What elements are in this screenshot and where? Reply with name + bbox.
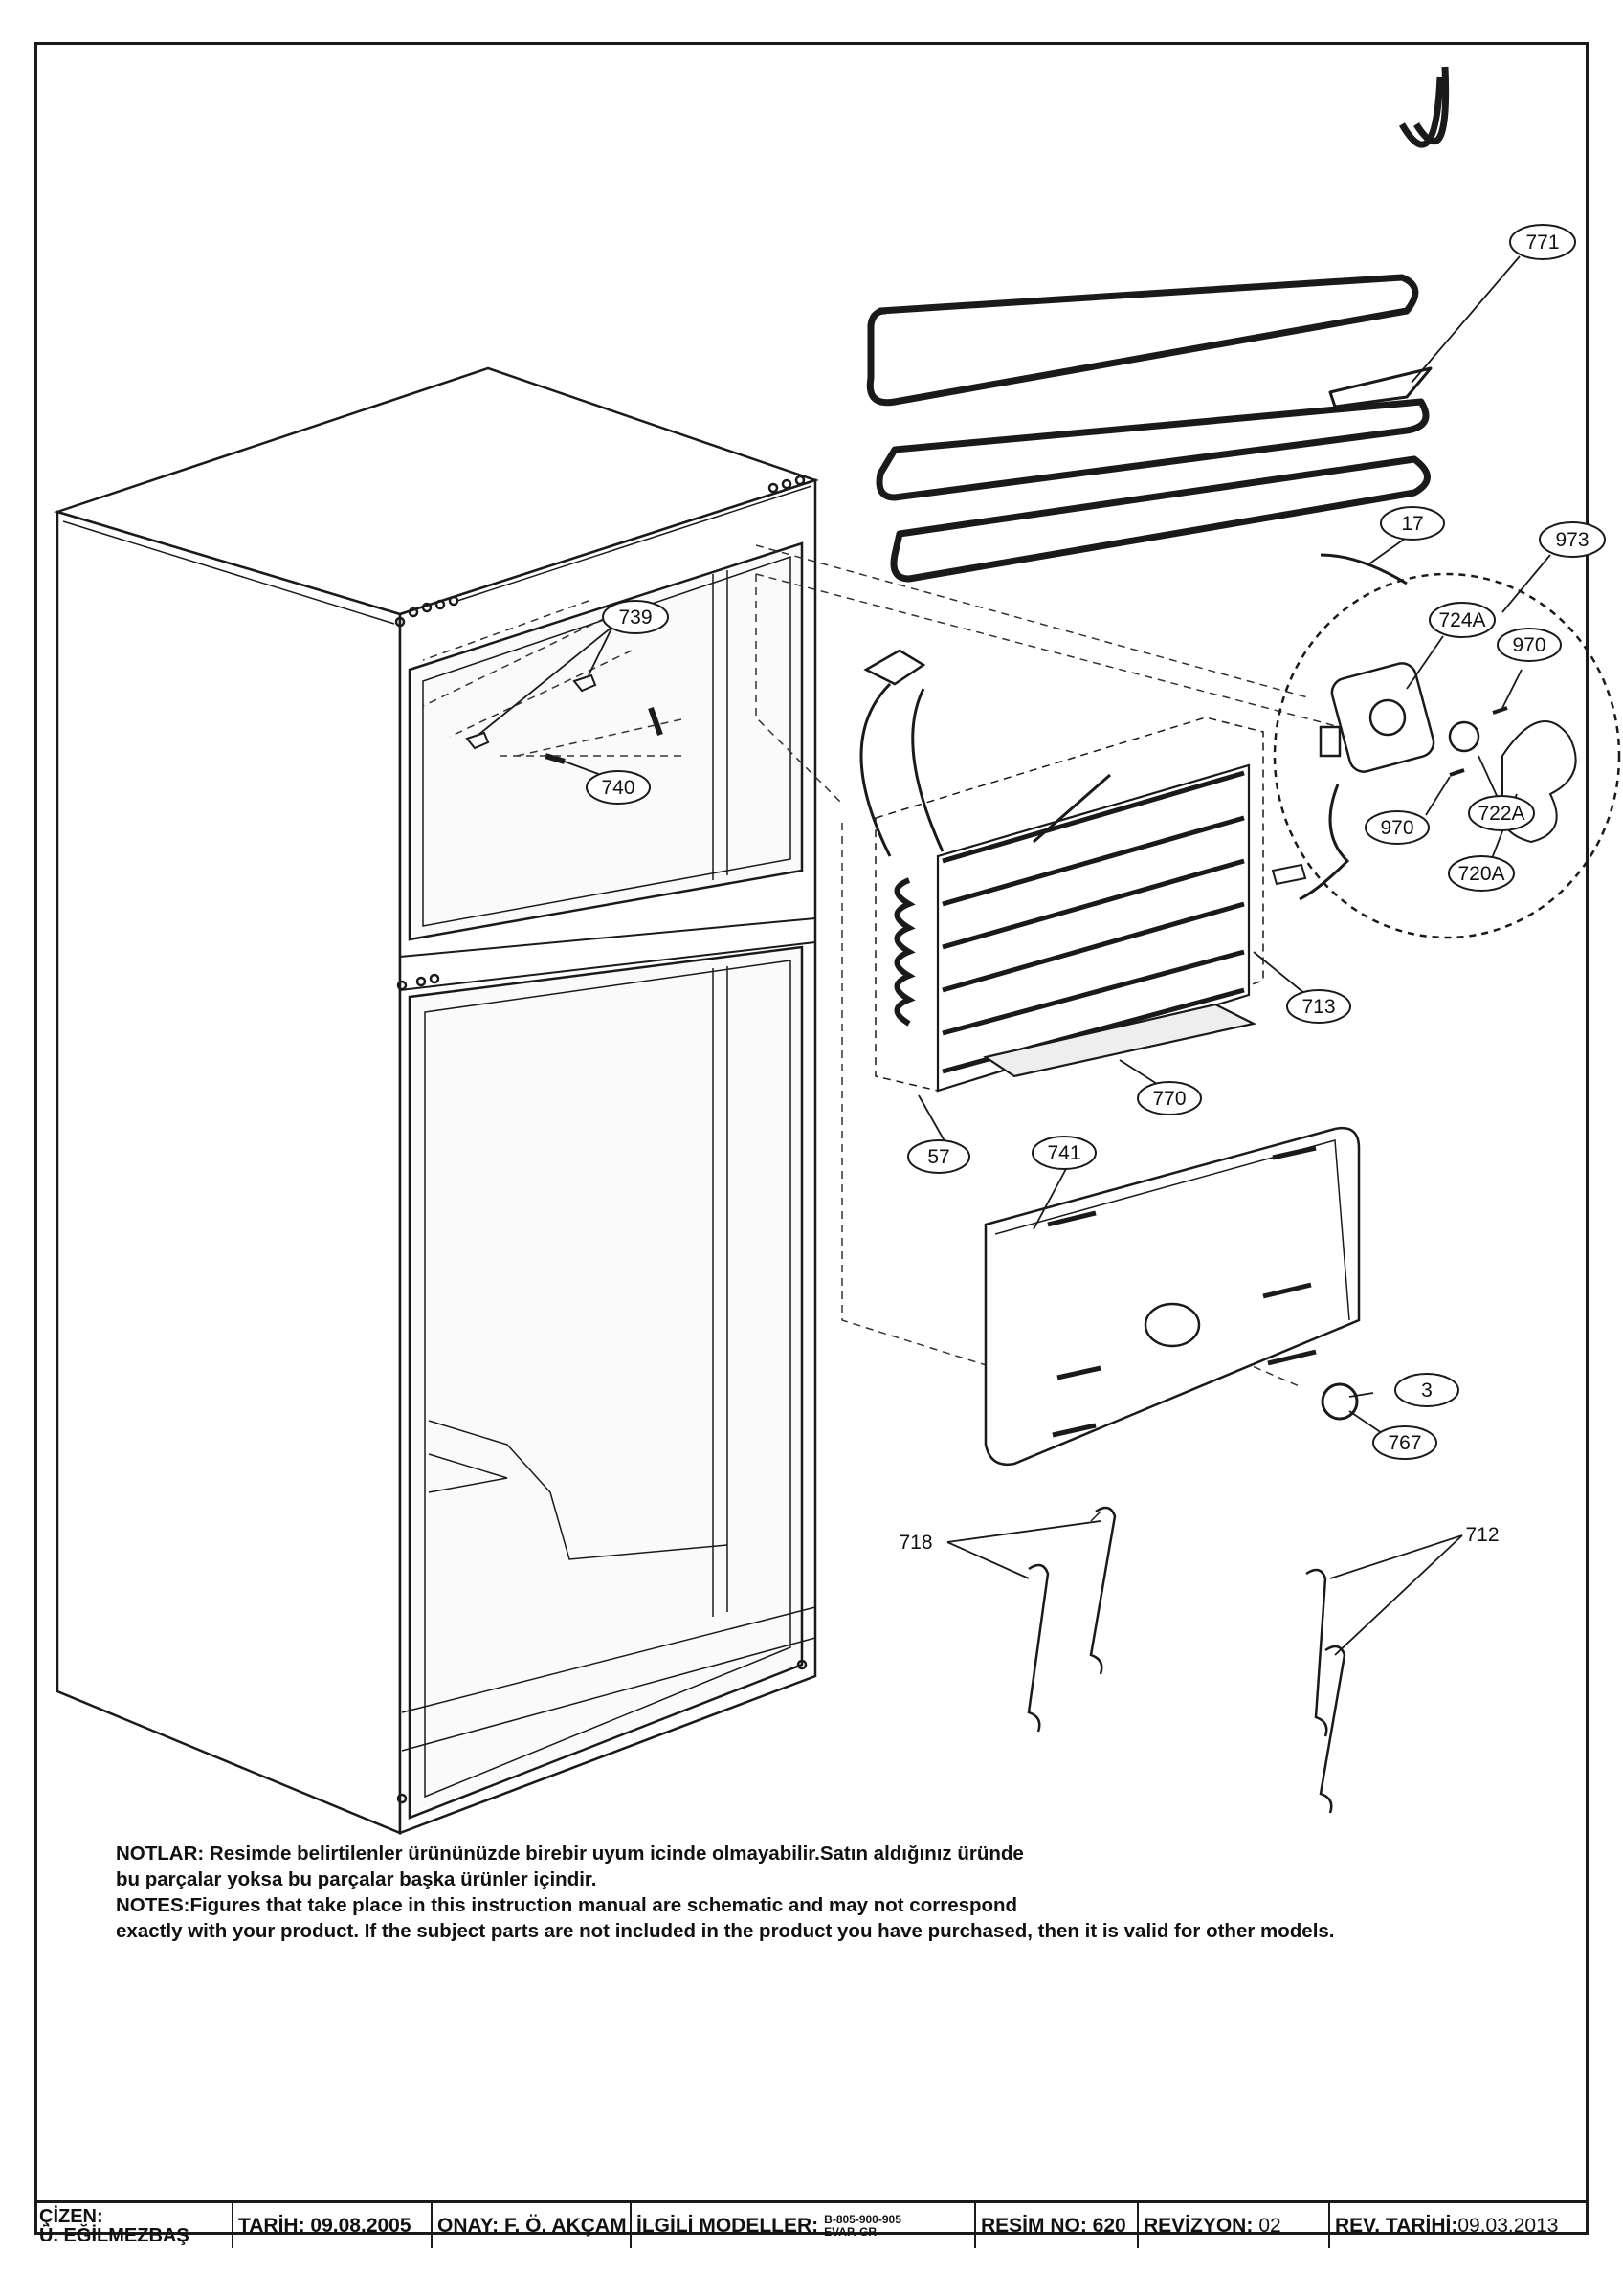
models-list: B-805-900-905 EVAP. GR bbox=[824, 2212, 901, 2239]
callout-741: 741 bbox=[1032, 1136, 1097, 1170]
models-cell: İLGİLİ MODELLER: B-805-900-905 EVAP. GR bbox=[632, 2203, 976, 2248]
svg-text:973: 973 bbox=[1555, 529, 1589, 551]
svg-text:741: 741 bbox=[1047, 1142, 1080, 1164]
revision-value: 02 bbox=[1258, 2214, 1281, 2237]
models-line-1: B-805-900-905 bbox=[824, 2212, 901, 2226]
svg-text:720A: 720A bbox=[1457, 863, 1504, 885]
defrost-heater bbox=[866, 66, 1450, 583]
date-cell: TARİH: 09.08.2005 bbox=[233, 2203, 433, 2248]
notes-section: NOTLAR: Resimde belirtilenler ürününüzde… bbox=[116, 1841, 1532, 1944]
evaporator-assembly bbox=[859, 649, 1264, 1093]
shelf-brackets bbox=[1027, 1506, 1346, 1814]
svg-text:724A: 724A bbox=[1438, 609, 1485, 631]
notes-line-english-2: exactly with your product. If the subjec… bbox=[116, 1920, 1335, 1942]
evaporator-cover bbox=[984, 1126, 1361, 1467]
callout-740: 740 bbox=[586, 770, 651, 805]
drawer-cell: ÇİZEN: Ü. EĞİLMEZBAŞ bbox=[34, 2203, 233, 2248]
callout-973: 973 bbox=[1539, 521, 1606, 558]
svg-text:57: 57 bbox=[927, 1146, 949, 1168]
svg-text:771: 771 bbox=[1525, 232, 1559, 254]
callout-767: 767 bbox=[1372, 1425, 1437, 1460]
svg-text:739: 739 bbox=[618, 607, 652, 629]
svg-text:713: 713 bbox=[1301, 996, 1335, 1018]
drawer-label: ÇİZEN: bbox=[39, 2205, 103, 2227]
approval-cell: ONAY: F. Ö. AKÇAM bbox=[433, 2203, 632, 2248]
revision-date-value: 09.03.2013 bbox=[1457, 2214, 1559, 2237]
callout-720A: 720A bbox=[1448, 855, 1515, 892]
models-label: İLGİLİ MODELLER: bbox=[636, 2214, 819, 2237]
revision-date-cell: REV. TARİHİ: 09.03.2013 bbox=[1330, 2203, 1589, 2248]
exploded-parts-diagram: 771 17 973 724A 970 970 722A 720A 713 77… bbox=[53, 66, 1621, 1835]
drawer-name: Ü. EĞİLMEZBAŞ bbox=[39, 2224, 189, 2246]
svg-text:740: 740 bbox=[601, 777, 634, 799]
assembly-guide-lines bbox=[422, 544, 1341, 1388]
callout-718: 718 bbox=[899, 1532, 932, 1554]
models-line-2: EVAP. GR bbox=[824, 2224, 878, 2239]
callout-leaders bbox=[478, 255, 1551, 1656]
svg-text:3: 3 bbox=[1421, 1380, 1433, 1402]
callout-17: 17 bbox=[1380, 506, 1445, 541]
callout-970-lower: 970 bbox=[1365, 810, 1430, 845]
revision-label: REVİZYON: bbox=[1144, 2214, 1254, 2237]
callout-57: 57 bbox=[907, 1139, 970, 1174]
svg-text:767: 767 bbox=[1388, 1432, 1421, 1454]
svg-text:17: 17 bbox=[1401, 513, 1423, 535]
callout-712: 712 bbox=[1465, 1524, 1499, 1546]
drawing-frame bbox=[34, 42, 1589, 2235]
svg-text:970: 970 bbox=[1512, 634, 1545, 656]
fan-motor-assembly bbox=[1271, 553, 1621, 939]
revision-date-label: REV. TARİHİ: bbox=[1335, 2214, 1458, 2237]
callout-722A: 722A bbox=[1468, 795, 1535, 831]
notes-line-english-1: NOTES:Figures that take place in this in… bbox=[116, 1894, 1018, 1916]
title-block: ÇİZEN: Ü. EĞİLMEZBAŞ TARİH: 09.08.2005 O… bbox=[34, 2200, 1589, 2248]
callout-739: 739 bbox=[602, 600, 669, 634]
svg-text:712: 712 bbox=[1465, 1524, 1499, 1546]
svg-text:718: 718 bbox=[899, 1532, 932, 1554]
svg-text:970: 970 bbox=[1380, 817, 1413, 839]
revision-cell: REVİZYON: 02 bbox=[1139, 2203, 1330, 2248]
notes-line-turkish-2: bu parçalar yoksa bu parçalar başka ürün… bbox=[116, 1868, 597, 1890]
drawing-number-cell: RESİM NO: 620 bbox=[976, 2203, 1139, 2248]
callout-713: 713 bbox=[1286, 989, 1351, 1024]
notes-line-turkish-1: NOTLAR: Resimde belirtilenler ürününüzde… bbox=[116, 1843, 1024, 1865]
callout-970-upper: 970 bbox=[1497, 628, 1562, 662]
callout-770: 770 bbox=[1137, 1081, 1202, 1115]
callout-771: 771 bbox=[1509, 224, 1576, 260]
refrigerator-cabinet bbox=[53, 366, 819, 1835]
callout-724A: 724A bbox=[1429, 602, 1496, 638]
svg-text:722A: 722A bbox=[1478, 803, 1524, 825]
svg-text:770: 770 bbox=[1152, 1088, 1186, 1110]
callout-3: 3 bbox=[1394, 1373, 1459, 1407]
